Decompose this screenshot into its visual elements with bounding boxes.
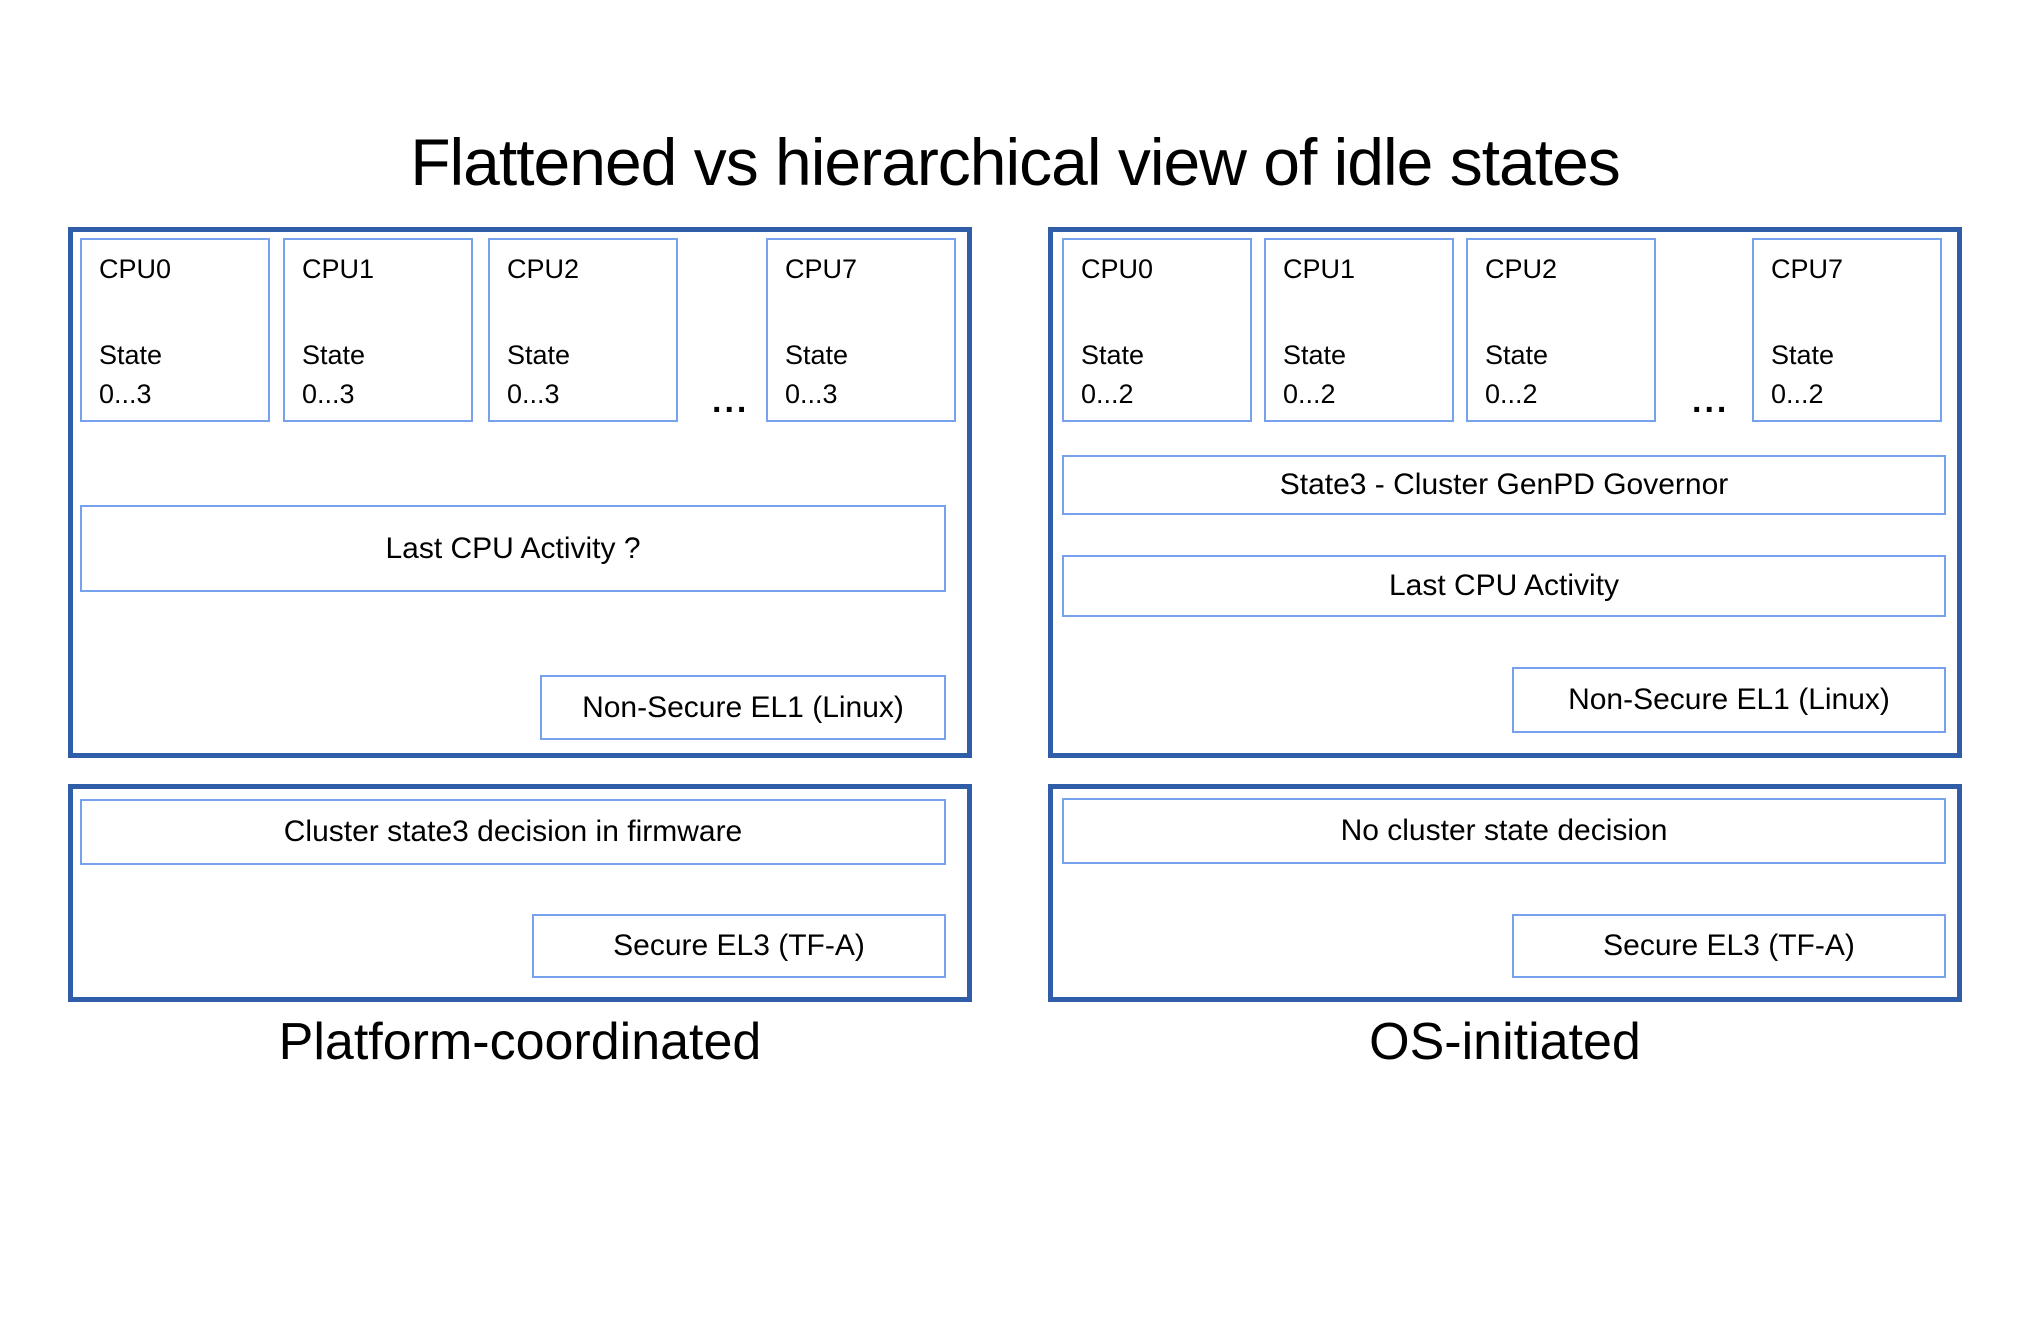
secure-el3-box: Secure EL3 (TF-A) xyxy=(1512,914,1946,978)
cpu-state-range: 0...3 xyxy=(785,379,838,409)
non-secure-el1-box: Non-Secure EL1 (Linux) xyxy=(1512,667,1946,733)
cpu-box: CPU7 State 0...2 xyxy=(1752,238,1942,422)
cpu-box: CPU1 State 0...2 xyxy=(1264,238,1454,422)
platform-coordinated-label: Platform-coordinated xyxy=(278,1013,762,1071)
cpu-ellipsis: ... xyxy=(712,382,750,420)
cpu-state-word: State xyxy=(785,340,849,370)
cpu-box: CPU0 State 0...3 xyxy=(80,238,270,422)
cpu-state-range: 0...2 xyxy=(1081,379,1134,409)
cpu-name: CPU0 xyxy=(99,254,172,284)
cpu-box: CPU0 State 0...2 xyxy=(1062,238,1252,422)
cluster-decision-box: Cluster state3 decision in firmware xyxy=(80,799,946,865)
os-initiated-label: OS-initiated xyxy=(1369,1013,1641,1071)
cpu-ellipsis: ... xyxy=(1692,382,1730,420)
cpu-state-range: 0...3 xyxy=(302,379,355,409)
cpu-state-range: 0...2 xyxy=(1283,379,1336,409)
cpu-name: CPU1 xyxy=(302,254,375,284)
cpu-name: CPU2 xyxy=(507,254,580,284)
non-secure-el1-box: Non-Secure EL1 (Linux) xyxy=(540,675,946,740)
last-cpu-activity-box: Last CPU Activity xyxy=(1062,555,1946,617)
cpu-state-word: State xyxy=(99,340,163,370)
cpu-state-word: State xyxy=(1081,340,1145,370)
cpu-state-word: State xyxy=(1485,340,1549,370)
cpu-state-range: 0...3 xyxy=(99,379,152,409)
cpu-box: CPU2 State 0...2 xyxy=(1466,238,1656,422)
os-nonsecure-panel: CPU0 State 0...2 CPU1 State 0...2 CPU2 S… xyxy=(1048,227,1962,758)
cpu-state-word: State xyxy=(1771,340,1835,370)
platform-nonsecure-panel: CPU0 State 0...3 CPU1 State 0...3 CPU2 S… xyxy=(68,227,972,758)
os-secure-panel: No cluster state decision Secure EL3 (TF… xyxy=(1048,784,1962,1002)
cpu-box: CPU7 State 0...3 xyxy=(766,238,956,422)
cpu-name: CPU1 xyxy=(1283,254,1356,284)
slide-title: Flattened vs hierarchical view of idle s… xyxy=(410,125,1621,199)
cpu-box: CPU1 State 0...3 xyxy=(283,238,473,422)
cpu-state-word: State xyxy=(507,340,571,370)
secure-el3-box: Secure EL3 (TF-A) xyxy=(532,914,946,978)
cpu-state-range: 0...2 xyxy=(1771,379,1824,409)
cpu-name: CPU2 xyxy=(1485,254,1558,284)
last-cpu-activity-box: Last CPU Activity ? xyxy=(80,505,946,592)
cpu-state-word: State xyxy=(1283,340,1347,370)
cpu-box: CPU2 State 0...3 xyxy=(488,238,678,422)
cluster-genpd-governor-box: State3 - Cluster GenPD Governor xyxy=(1062,455,1946,515)
cpu-name: CPU0 xyxy=(1081,254,1154,284)
cpu-state-range: 0...2 xyxy=(1485,379,1538,409)
cluster-decision-box: No cluster state decision xyxy=(1062,798,1946,864)
cpu-name: CPU7 xyxy=(1771,254,1844,284)
cpu-state-word: State xyxy=(302,340,366,370)
cpu-name: CPU7 xyxy=(785,254,858,284)
platform-secure-panel: Cluster state3 decision in firmware Secu… xyxy=(68,784,972,1002)
cpu-state-range: 0...3 xyxy=(507,379,560,409)
